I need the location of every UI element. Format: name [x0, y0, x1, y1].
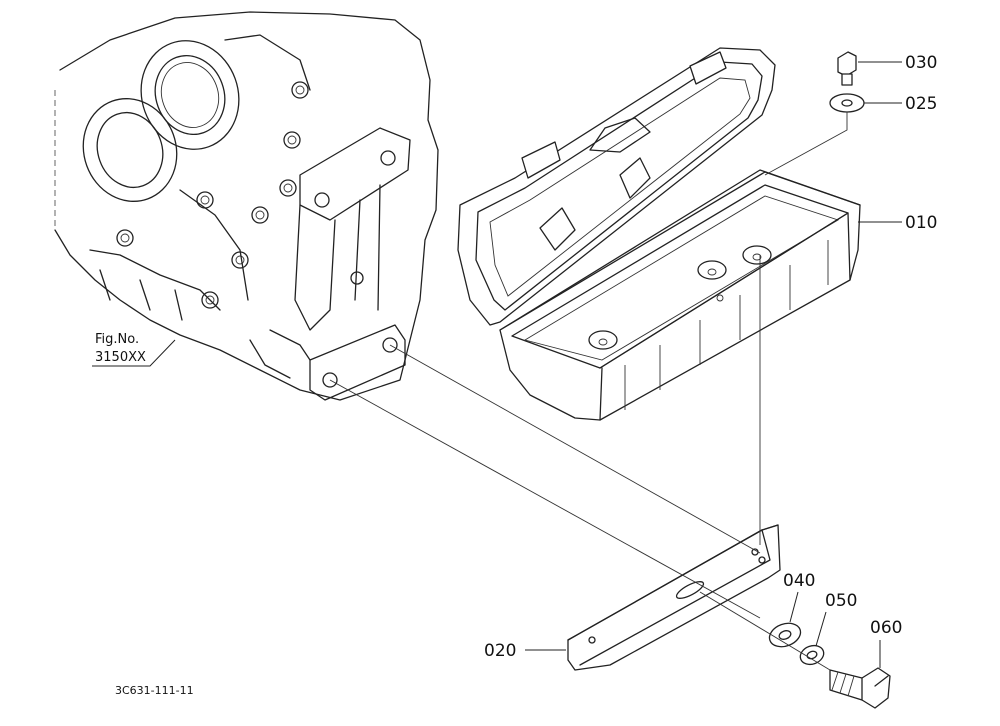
part-label-020: 020	[484, 641, 516, 661]
part-label-040: 040	[783, 571, 815, 591]
assembly-lines	[329, 112, 848, 671]
transmission-housing	[54, 11, 439, 401]
bolt-030	[837, 51, 857, 86]
part-label-030: 030	[905, 53, 937, 73]
lock-washer-050	[799, 644, 825, 666]
tool-box	[457, 47, 861, 421]
reference-fig-number: 3150XX	[95, 350, 146, 365]
leader-lines	[92, 61, 902, 668]
bracket	[567, 524, 781, 671]
bolt-060	[829, 667, 891, 709]
part-label-060: 060	[870, 618, 902, 638]
drawing-id: 3C631-111-11	[115, 684, 194, 697]
washer-025	[829, 93, 865, 113]
reference-fig-label: Fig.No.	[95, 332, 139, 347]
part-label-050: 050	[825, 591, 857, 611]
part-label-025: 025	[905, 94, 937, 114]
part-label-010: 010	[905, 213, 937, 233]
